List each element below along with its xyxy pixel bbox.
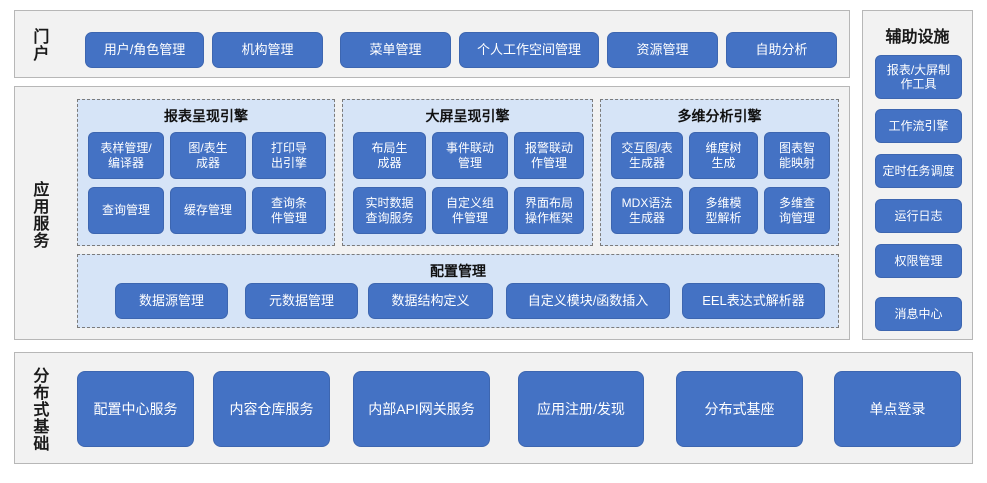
dashboard-engine-item-event-linkage-management[interactable]: 事件联动 管理: [432, 132, 508, 179]
report-engine-item-query-condition-management[interactable]: 查询条 件管理: [252, 187, 326, 234]
report-engine-item-template-management-compiler[interactable]: 表样管理/ 编译器: [88, 132, 164, 179]
config-item-custom-module-function-insert[interactable]: 自定义模块/函数插入: [506, 283, 670, 319]
app-service-section-label: 应用服务: [30, 181, 48, 249]
aux-item-scheduled-task-scheduling[interactable]: 定时任务调度: [875, 154, 962, 188]
report-engine-item-query-management[interactable]: 查询管理: [88, 187, 164, 234]
config-item-eel-expression-parser[interactable]: EEL表达式解析器: [682, 283, 825, 319]
portal-item-org-management[interactable]: 机构管理: [212, 32, 323, 68]
portal-item-user-role-management[interactable]: 用户/角色管理: [85, 32, 204, 68]
engine-group-report-rendering: 报表呈现引擎 表样管理/ 编译器 图/表生 成器 打印导 出引擎 查询管理 缓存…: [77, 99, 335, 246]
portal-item-self-service-analysis[interactable]: 自助分析: [726, 32, 837, 68]
portal-item-resource-management[interactable]: 资源管理: [607, 32, 718, 68]
dashboard-engine-item-ui-layout-operation-framework[interactable]: 界面布局 操作框架: [514, 187, 584, 234]
config-item-metadata-management[interactable]: 元数据管理: [245, 283, 358, 319]
dashboard-engine-item-custom-component-management[interactable]: 自定义组 件管理: [432, 187, 508, 234]
olap-engine-item-chart-smart-mapping[interactable]: 图表智 能映射: [764, 132, 830, 179]
infra-item-internal-api-gateway-service[interactable]: 内部API网关服务: [353, 371, 490, 447]
olap-engine-item-multidimensional-model-parsing[interactable]: 多维模 型解析: [689, 187, 758, 234]
infra-item-distributed-base[interactable]: 分布式基座: [676, 371, 803, 447]
infra-item-config-center-service[interactable]: 配置中心服务: [77, 371, 194, 447]
engine-group-multidimensional-analysis: 多维分析引擎 交互图/表 生成器 维度树 生成 图表智 能映射 MDX语法 生成…: [600, 99, 839, 246]
dashboard-engine-item-layout-generator[interactable]: 布局生 成器: [353, 132, 426, 179]
aux-item-runtime-log[interactable]: 运行日志: [875, 199, 962, 233]
portal-item-menu-management[interactable]: 菜单管理: [340, 32, 451, 68]
portal-section-label: 门户: [30, 28, 48, 62]
config-item-data-structure-definition[interactable]: 数据结构定义: [368, 283, 493, 319]
config-management-group: 配置管理 数据源管理 元数据管理 数据结构定义 自定义模块/函数插入 EEL表达…: [77, 254, 839, 328]
engine-group-title-multidimensional-analysis: 多维分析引擎: [677, 108, 762, 124]
portal-panel: 门户 用户/角色管理 机构管理 菜单管理 个人工作空间管理 资源管理 自助分析: [14, 10, 850, 78]
olap-engine-item-dimension-tree-generation[interactable]: 维度树 生成: [689, 132, 758, 179]
aux-section-label: 辅助设施: [885, 29, 950, 46]
infra-item-app-registration-discovery[interactable]: 应用注册/发现: [518, 371, 644, 447]
infra-panel: 分布式基础 配置中心服务 内容仓库服务 内部API网关服务 应用注册/发现 分布…: [14, 352, 973, 464]
engine-group-dashboard-rendering: 大屏呈现引擎 布局生 成器 事件联动 管理 报警联动 作管理 实时数据 查询服务…: [342, 99, 593, 246]
config-item-datasource-management[interactable]: 数据源管理: [115, 283, 228, 319]
aux-item-workflow-engine[interactable]: 工作流引擎: [875, 109, 962, 143]
report-engine-item-chart-table-generator[interactable]: 图/表生 成器: [170, 132, 246, 179]
olap-engine-item-interactive-chart-table-generator[interactable]: 交互图/表 生成器: [611, 132, 683, 179]
aux-item-message-center[interactable]: 消息中心: [875, 297, 962, 331]
engine-group-title-dashboard-rendering: 大屏呈现引擎: [425, 108, 510, 124]
infra-item-content-repository-service[interactable]: 内容仓库服务: [213, 371, 330, 447]
report-engine-item-print-export-engine[interactable]: 打印导 出引擎: [252, 132, 326, 179]
aux-item-permission-management[interactable]: 权限管理: [875, 244, 962, 278]
app-service-panel: 应用服务 报表呈现引擎 表样管理/ 编译器 图/表生 成器 打印导 出引擎 查询…: [14, 86, 850, 340]
infra-item-single-sign-on[interactable]: 单点登录: [834, 371, 961, 447]
aux-item-report-dashboard-authoring-tool[interactable]: 报表/大屏制 作工具: [875, 55, 962, 99]
infra-section-label: 分布式基础: [30, 366, 48, 452]
aux-panel: 辅助设施 报表/大屏制 作工具 工作流引擎 定时任务调度 运行日志 权限管理 消…: [862, 10, 973, 340]
olap-engine-item-mdx-syntax-generator[interactable]: MDX语法 生成器: [611, 187, 683, 234]
dashboard-engine-item-alarm-linkage-action-management[interactable]: 报警联动 作管理: [514, 132, 584, 179]
report-engine-item-cache-management[interactable]: 缓存管理: [170, 187, 246, 234]
olap-engine-item-multidimensional-query-management[interactable]: 多维查 询管理: [764, 187, 830, 234]
engine-group-title-report-rendering: 报表呈现引擎: [164, 108, 248, 124]
config-management-title: 配置管理: [430, 263, 486, 279]
dashboard-engine-item-realtime-data-query-service[interactable]: 实时数据 查询服务: [353, 187, 426, 234]
portal-item-personal-workspace-management[interactable]: 个人工作空间管理: [459, 32, 599, 68]
